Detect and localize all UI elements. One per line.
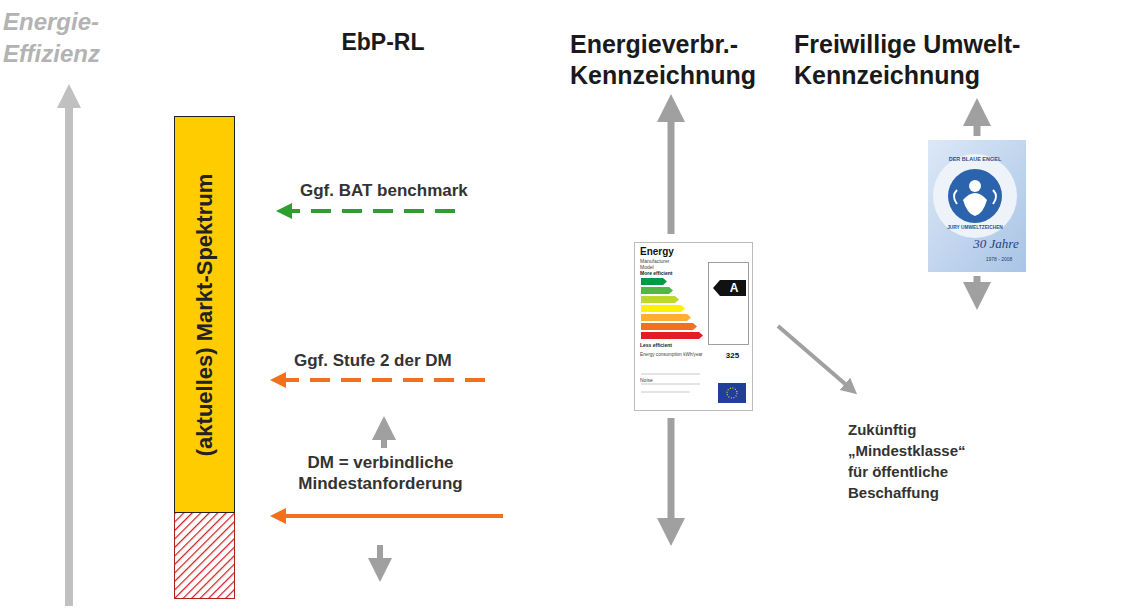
label-field: Model	[640, 264, 700, 270]
ecolabel-text: 1978 - 2008	[975, 256, 1023, 262]
axis-title: Energie- Effizienz	[3, 6, 138, 71]
label-heading: Energy	[640, 246, 700, 259]
column-header: EbP-RL	[318, 28, 448, 57]
ecolabel-text: DER BLAUE ENGEL	[940, 156, 1010, 163]
arrow-note: DM = verbindliche Mindestanforderung	[268, 452, 493, 495]
bar-label: (aktuelles) Markt-Spektrum	[192, 173, 218, 455]
consumption-value: 325	[715, 351, 750, 361]
label-field: More efficient	[640, 270, 700, 276]
procurement-note: Zukünftig „Mindestklasse“ für öffentlich…	[848, 419, 988, 503]
column-header: Freiwillige Umwelt- Kennzeichnung	[794, 29, 1134, 92]
arrow-note: Ggf. Stufe 2 der DM	[294, 350, 499, 371]
class-letter: A	[724, 281, 744, 296]
label-field: Less efficient	[640, 342, 700, 348]
label-field: Noise	[640, 377, 690, 383]
ecolabel-text: 30 Jahre	[968, 236, 1024, 252]
label-field: Manufacturer	[640, 258, 700, 264]
market-bar: (aktuelles) Markt-Spektrum	[174, 116, 235, 513]
label-field: Energy consumption kWh/year	[640, 352, 710, 358]
ecolabel-text: JURY UMWELTZEICHEN	[940, 225, 1010, 231]
column-header: Energieverbr.- Kennzeichnung	[570, 29, 785, 92]
arrow-note: Ggf. BAT benchmark	[300, 180, 500, 201]
